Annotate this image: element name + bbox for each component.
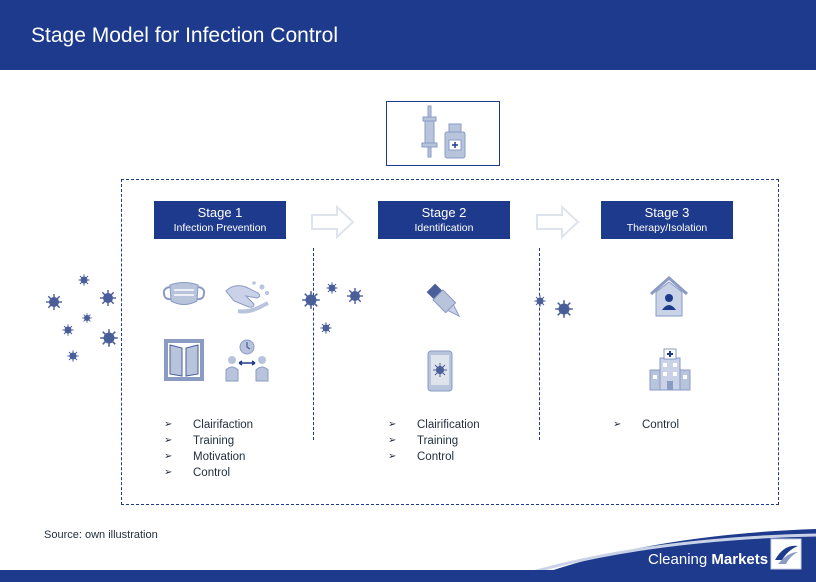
stage-3-subtitle: Therapy/Isolation: [626, 222, 708, 234]
list-item: ➢Control: [164, 467, 231, 479]
list-item: ➢Control: [388, 451, 455, 463]
virus-icon: [61, 323, 75, 337]
virus-icon: [45, 293, 63, 311]
brand-name: Cleaning Markets: [648, 551, 769, 568]
list-item: ➢Motivation: [164, 451, 246, 463]
virus-icon: [77, 273, 91, 287]
test-swab-icon: [426, 283, 461, 318]
stages-frame: [121, 179, 779, 505]
list-item: ➢Control: [613, 419, 680, 431]
list-item: ➢Training: [388, 435, 459, 447]
footer-swoosh: [0, 529, 816, 582]
hand-washing-icon: [225, 281, 269, 314]
stage-1-subtitle: Infection Prevention: [173, 222, 267, 234]
stage-1-bullets: ➢Clairifaction ➢Training ➢Motivation ➢Co…: [164, 417, 253, 481]
page-title: Stage Model for Infection Control: [31, 24, 339, 47]
stage-divider: [313, 248, 314, 440]
stage-2-box: Stage 2 Identification: [378, 201, 510, 239]
arrow-right-icon: [536, 205, 580, 239]
phone-virus-icon: [427, 350, 453, 392]
virus-icon: [99, 328, 119, 348]
home-isolation-icon: [650, 275, 688, 317]
stage-2-subtitle: Identification: [414, 222, 474, 234]
arrow-right-icon: [311, 205, 355, 239]
vaccine-box: [386, 101, 500, 166]
virus-icon: [81, 312, 93, 324]
source-note: Source: own illustration: [44, 529, 158, 541]
virus-icon: [99, 289, 117, 307]
hospital-icon: [649, 348, 691, 391]
syringe-icon: [421, 105, 466, 159]
stage-2-title: Stage 2: [421, 205, 467, 220]
virus-icon: [66, 349, 80, 363]
stage-3-title: Stage 3: [644, 205, 690, 220]
social-distance-icon: [225, 339, 269, 382]
stage-2-bullets: ➢Clairification ➢Training ➢Control: [388, 417, 480, 465]
stage-3-box: Stage 3 Therapy/Isolation: [601, 201, 733, 239]
header-bar: Stage Model for Infection Control: [0, 0, 816, 70]
stage-1-box: Stage 1 Infection Prevention: [154, 201, 286, 239]
stage-3-bullets: ➢Control: [613, 417, 679, 433]
brand-logo-icon: [770, 538, 802, 570]
list-item: ➢Clairifaction: [164, 419, 254, 431]
stage-1-title: Stage 1: [197, 205, 243, 220]
window-icon: [164, 339, 204, 381]
face-mask-icon: [162, 282, 206, 305]
vaccine-vial-icon: [444, 123, 466, 159]
list-item: ➢Training: [164, 435, 235, 447]
list-item: ➢Clairification: [388, 419, 480, 431]
stage-divider: [539, 248, 540, 440]
